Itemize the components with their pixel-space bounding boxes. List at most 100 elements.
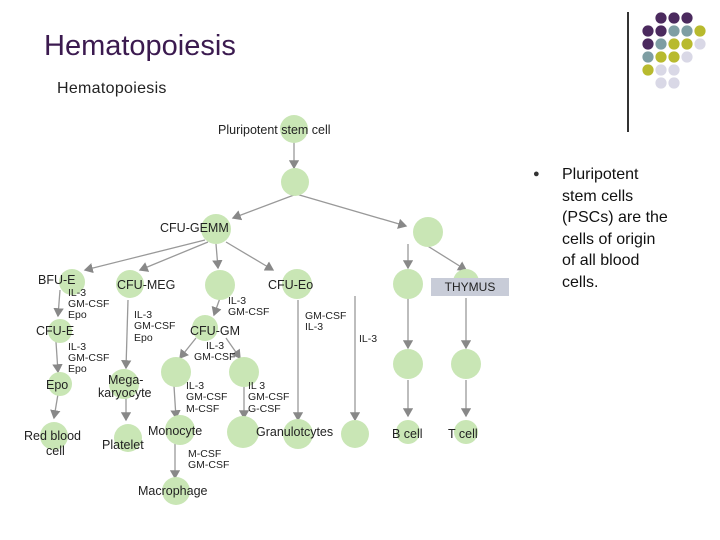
factor-label: IL 3 xyxy=(248,380,266,392)
factor-label: IL-3 xyxy=(68,287,87,299)
decorative-dot xyxy=(668,25,680,37)
monocyte-cell xyxy=(165,415,195,445)
factor-label: M-CSF xyxy=(186,403,220,415)
arrow xyxy=(211,297,222,317)
b-cell-label: B cell xyxy=(392,427,423,441)
decorative-dot xyxy=(655,64,667,76)
monocyte-label: Monocyte xyxy=(148,424,203,438)
arrow xyxy=(225,337,241,360)
b-cell xyxy=(396,420,420,444)
factor-label: Epo xyxy=(68,363,87,375)
cfu-meg-label: CFU-MEG xyxy=(117,278,176,292)
macrophage-cell xyxy=(162,477,190,505)
factor-label: GM-CSF xyxy=(194,351,236,363)
b-precursor-cell xyxy=(393,349,423,379)
bullet-text: Pluripotent stem cells (PSCs) are the ce… xyxy=(562,166,668,291)
red-blood-cell-label-line2: cell xyxy=(46,444,65,458)
decorative-dot xyxy=(655,38,667,50)
t-precursor-cell xyxy=(451,349,481,379)
decorative-dot xyxy=(694,38,706,50)
megakaryocyte-cell xyxy=(109,369,139,399)
granulocytes-label: Granulotcytes xyxy=(256,425,334,439)
t-cell-label: T cell xyxy=(448,427,478,441)
factor-label: IL-3 xyxy=(228,295,247,307)
cfu-gemm-cell xyxy=(201,214,231,244)
arrow xyxy=(138,241,209,272)
decorative-vertical-line xyxy=(627,12,629,132)
cfu-e-label: CFU-E xyxy=(36,324,75,338)
macrophage-label: Macrophage xyxy=(138,484,208,498)
arrow xyxy=(231,194,295,221)
thymus-label: THYMUS xyxy=(431,278,509,296)
platelet-label: Platelet xyxy=(102,438,144,452)
factor-label: Epo xyxy=(68,309,87,321)
filled-circle-bullet-icon: ● xyxy=(533,168,540,180)
decorative-dot xyxy=(681,38,693,50)
factor-label: IL-3 xyxy=(305,321,324,333)
decorative-dot xyxy=(655,77,667,89)
cfu-gm-progenitor-cell xyxy=(205,270,235,300)
stem-cell-daughter xyxy=(281,168,309,196)
arrow xyxy=(212,243,223,270)
decorative-dot xyxy=(694,25,706,37)
decorative-dot xyxy=(681,25,693,37)
arrow xyxy=(52,341,63,374)
cfu-gm-label: CFU-GM xyxy=(190,324,240,338)
red-blood-cell xyxy=(40,422,68,450)
lymphoid-cell xyxy=(393,269,423,299)
granulocyte-cell-2 xyxy=(283,419,313,449)
factor-label: Epo xyxy=(134,332,153,344)
cfu-meg-cell xyxy=(116,270,144,298)
cfu-gemm-label: CFU-GEMM xyxy=(160,221,229,235)
decorative-dot xyxy=(681,51,693,63)
epo-cell xyxy=(48,372,72,396)
decorative-dot xyxy=(655,12,667,24)
decorative-dot xyxy=(668,64,680,76)
granulocyte-cell xyxy=(227,416,259,448)
epo-cell-label: Epo xyxy=(46,378,69,392)
cfu-eo-cell xyxy=(282,269,312,299)
arrow xyxy=(83,239,206,274)
factor-label: GM-CSF xyxy=(134,320,176,332)
arrow xyxy=(170,385,181,420)
megakaryocyte-label-line1: Mega- xyxy=(108,373,144,387)
monocyte-precursor-cell xyxy=(161,357,191,387)
decorative-dot xyxy=(668,77,680,89)
pluripotent-stem-cell xyxy=(280,115,308,143)
slide-title: Hematopoiesis xyxy=(44,30,236,62)
red-blood-cell-label-line1: Red blood xyxy=(24,429,81,443)
decorative-dot xyxy=(642,64,654,76)
platelet-cell xyxy=(114,424,142,452)
arrow xyxy=(225,241,275,271)
granulocyte-cell-3 xyxy=(341,420,369,448)
factor-label: M-CSF xyxy=(188,448,222,460)
cfu-e-cell xyxy=(48,319,72,343)
megakaryocyte-label-line2: karyocyte xyxy=(98,386,152,400)
bfu-e-cell xyxy=(59,269,85,295)
factor-label: IL-3 xyxy=(359,333,378,345)
factor-label: GM-CSF xyxy=(188,459,230,471)
factor-label: IL-3 xyxy=(68,341,87,353)
decorative-dot xyxy=(642,25,654,37)
decorative-dot xyxy=(668,38,680,50)
arrow xyxy=(179,337,197,360)
factor-label: IL-3 xyxy=(186,380,205,392)
decorative-dot xyxy=(642,51,654,63)
cfu-eo-label: CFU-Eo xyxy=(268,278,314,292)
decorative-dot xyxy=(681,12,693,24)
factor-label: GM-CSF xyxy=(228,306,270,318)
factor-label: GM-CSF xyxy=(186,391,228,403)
factor-label: GM-CSF xyxy=(248,391,290,403)
lymphoid-progenitor-cell xyxy=(413,217,443,247)
pluripotent-stem-cell-label: Pluripotent stem cell xyxy=(218,123,331,137)
granulocyte-precursor-cell xyxy=(229,357,259,387)
factor-label: GM-CSF xyxy=(305,310,347,322)
factor-label: G-CSF xyxy=(248,403,281,415)
factor-label: GM-CSF xyxy=(68,298,110,310)
arrow xyxy=(50,393,61,420)
arrow xyxy=(295,193,408,229)
cfu-gm-cell xyxy=(192,315,218,341)
decorative-dot xyxy=(655,25,667,37)
decorative-dot-grid xyxy=(642,12,706,89)
factor-label: IL-3 xyxy=(206,340,225,352)
